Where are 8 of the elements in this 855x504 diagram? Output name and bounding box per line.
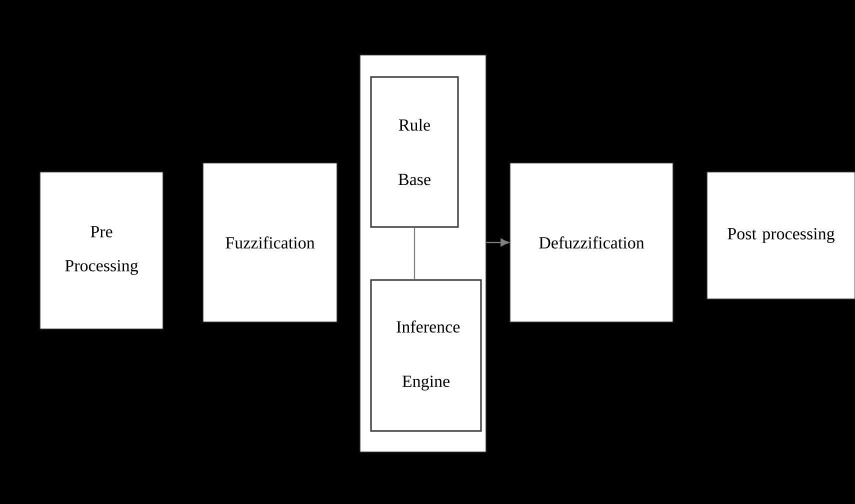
arrow xyxy=(486,238,510,246)
process-box: Fuzzification xyxy=(202,162,338,322)
process-box: Defuzzification xyxy=(510,162,674,322)
process-box: Post processing xyxy=(706,172,855,300)
connector-line xyxy=(414,228,416,280)
process-box: Rule Base xyxy=(370,76,459,228)
process-box: Inference Engine xyxy=(370,279,482,432)
process-box: Pre Processing xyxy=(40,172,164,330)
